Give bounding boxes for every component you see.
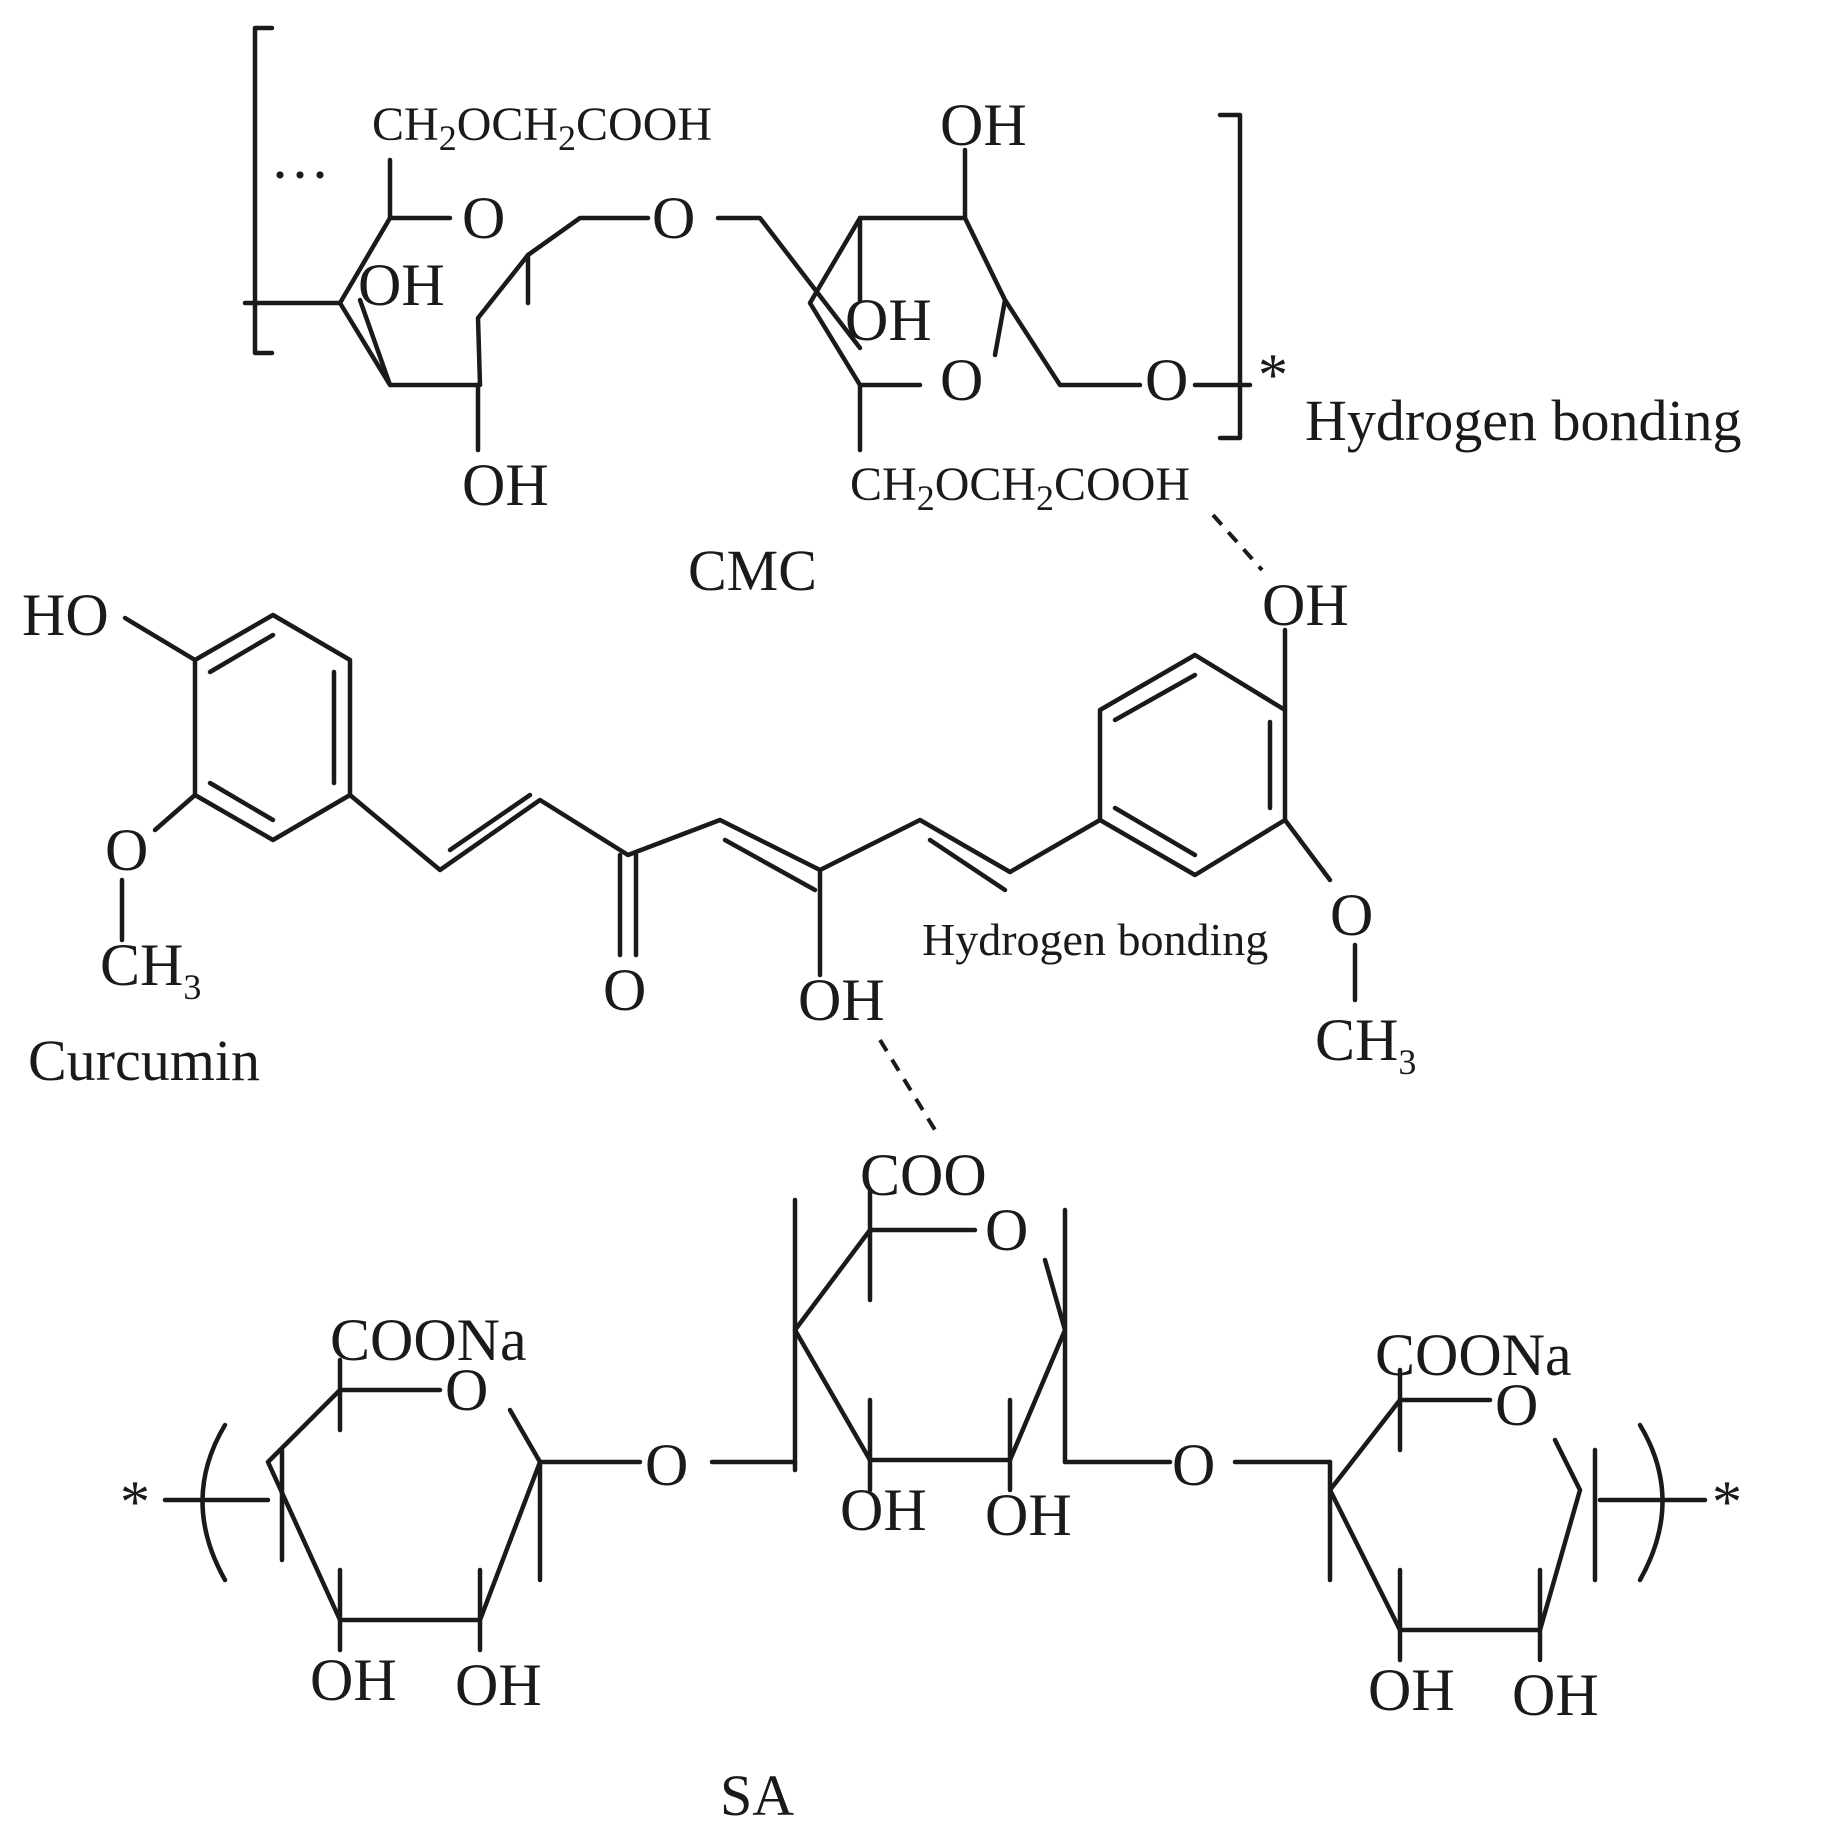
- sa-ring-3-oh-b: OH: [1512, 1662, 1599, 1728]
- curcumin-ring-left: [192, 612, 353, 843]
- sa-label: SA: [720, 1763, 794, 1828]
- sa-star-left: *: [120, 1469, 150, 1535]
- curcumin-chain-dbl-1: [447, 792, 533, 853]
- curcumin-ring-right-dbl-3: [1112, 805, 1198, 858]
- cmc-ring-o-right: O: [940, 347, 983, 413]
- curcumin-ho-left: HO: [22, 582, 109, 648]
- cmc-left-bracket: [252, 25, 275, 356]
- curcumin-structure: HO O CH3 Curcumin O OH OH O CH3 Hydrogen…: [22, 572, 1416, 1093]
- curcumin-ring-right-dbl-1: [1112, 672, 1198, 723]
- cmc-ellipsis: ···: [270, 142, 330, 208]
- curcumin-o-right: O: [1330, 882, 1373, 948]
- sa-bridge-o-1: O: [645, 1432, 688, 1498]
- sa-left-paren: [200, 1422, 228, 1583]
- hbond-dash-mid: [878, 1038, 937, 1132]
- cmc-ring-left-oh-inner: [357, 297, 393, 388]
- curcumin-chain-dbl-3: [927, 837, 1008, 893]
- sa-ring-2: [792, 1227, 1068, 1463]
- curcumin-enol-oh: OH: [798, 967, 885, 1033]
- sa-ring-3-o: O: [1495, 1372, 1538, 1438]
- hbond-dash-top: [1211, 513, 1264, 572]
- cmc-oh-right-top: OH: [940, 92, 1027, 158]
- curcumin-label: Curcumin: [28, 1028, 260, 1093]
- sa-coona-left: COONa: [330, 1307, 527, 1373]
- cmc-oh-right-inner: OH: [845, 287, 932, 353]
- sa-coo-center: COO: [860, 1142, 987, 1208]
- curcumin-ch3-left: CH3: [100, 932, 201, 1007]
- sa-ring-1: [265, 1387, 543, 1623]
- cmc-substituent-top: CH2OCH2COOH: [372, 98, 712, 158]
- cmc-end-o: O: [1145, 347, 1188, 413]
- curcumin-ring-left-dbl-1: [207, 632, 276, 675]
- curcumin-o-left: O: [105, 817, 148, 883]
- cmc-structure: CH2OCH2COOH ··· O O OH OH OH OH O O * Hy…: [242, 25, 1742, 603]
- cmc-ring-right: [807, 215, 1143, 388]
- cmc-ring-left: [337, 215, 531, 388]
- sa-structure: * * COONa O O OH OH COO O OH OH O COONa …: [120, 1142, 1742, 1828]
- cmc-right-bracket: [1217, 112, 1243, 441]
- curcumin-ome-bond-left: [152, 792, 198, 833]
- sa-ring-1-oh-a: OH: [310, 1647, 397, 1713]
- sa-ring-3-oh-a: OH: [1368, 1657, 1455, 1723]
- sa-right-paren: [1637, 1422, 1665, 1583]
- curcumin-carbonyl-o: O: [603, 957, 646, 1023]
- sa-ring-2-oh-b: OH: [985, 1482, 1072, 1548]
- sa-ring-3: [1327, 1397, 1583, 1633]
- sa-coona-right: COONa: [1375, 1322, 1572, 1388]
- sa-ring-1-o: O: [445, 1357, 488, 1423]
- sa-ring-2-oh-a: OH: [840, 1477, 927, 1543]
- sa-ring-1-oh-b: OH: [455, 1652, 542, 1718]
- sa-bridge-o-2: O: [1172, 1432, 1215, 1498]
- curcumin-oh-right: OH: [1262, 572, 1349, 638]
- cmc-star: *: [1258, 342, 1288, 408]
- curcumin-ome-bond-right: [1282, 817, 1333, 883]
- cmc-oh-left-bottom: OH: [462, 452, 549, 518]
- curcumin-ring-left-dbl-3: [207, 780, 276, 823]
- curcumin-ring-right: [1097, 652, 1288, 878]
- cmc-ring-o-left: O: [462, 185, 505, 251]
- cmc-bridge-o: O: [652, 185, 695, 251]
- cmc-label: CMC: [688, 538, 817, 603]
- hbond-label-top: Hydrogen bonding: [1305, 388, 1742, 453]
- curcumin-ho-bond: [122, 615, 198, 663]
- sa-star-right: *: [1712, 1469, 1742, 1535]
- sa-ring-2-o: O: [985, 1197, 1028, 1263]
- hbond-label-mid: Hydrogen bonding: [922, 914, 1268, 965]
- cmc-bridge: [525, 215, 863, 351]
- cmc-oh-left-inner: OH: [358, 252, 445, 318]
- curcumin-chain-dbl-2: [722, 837, 818, 893]
- curcumin-ch3-right: CH3: [1315, 1007, 1416, 1082]
- curcumin-chain: [347, 792, 1103, 875]
- cmc-substituent-bottom: CH2OCH2COOH: [850, 458, 1190, 518]
